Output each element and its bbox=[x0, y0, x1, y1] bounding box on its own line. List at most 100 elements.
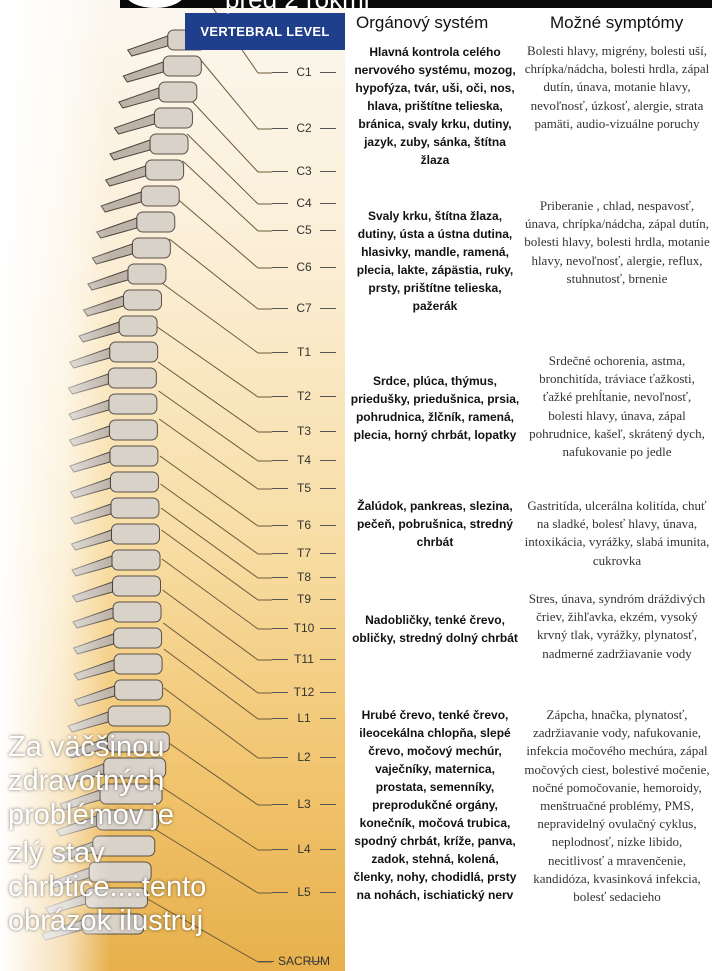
level-t6: T6 bbox=[272, 518, 342, 532]
level-tick bbox=[272, 717, 288, 719]
level-tick bbox=[272, 803, 288, 805]
level-c5: C5 bbox=[272, 223, 342, 237]
vertebra bbox=[113, 627, 163, 649]
level-tick bbox=[320, 891, 336, 893]
level-tick bbox=[272, 229, 288, 231]
vertebra bbox=[108, 419, 158, 441]
level-label: C3 bbox=[296, 164, 312, 178]
vertebra bbox=[110, 497, 160, 519]
nerve-leader-line bbox=[176, 197, 259, 269]
level-tick bbox=[320, 430, 336, 432]
level-tick bbox=[320, 395, 336, 397]
level-tick bbox=[320, 170, 336, 172]
nerve-leader-line bbox=[163, 648, 259, 720]
vertebra bbox=[118, 315, 158, 337]
level-tick bbox=[272, 658, 288, 660]
organ-group-3: Srdce, plúca, thýmus, priedušky, prieduš… bbox=[350, 374, 520, 442]
vertebra bbox=[153, 107, 193, 129]
level-tick bbox=[320, 803, 336, 805]
organ-group-5: Nadobličky, tenké črevo, obličky, stredn… bbox=[352, 613, 518, 645]
level-tick bbox=[272, 487, 288, 489]
spinous-process bbox=[118, 87, 160, 109]
vertebra bbox=[112, 575, 162, 597]
vertebra bbox=[114, 679, 164, 701]
level-label: L4 bbox=[297, 842, 311, 856]
level-t5: T5 bbox=[272, 481, 342, 495]
organ-group-2: Svaly krku, štítna žlaza, dutiny, ústa a… bbox=[356, 209, 514, 313]
nerve-leader-line bbox=[157, 326, 259, 398]
level-tick bbox=[320, 756, 336, 758]
level-label: L2 bbox=[297, 750, 311, 764]
nerve-leader-line bbox=[161, 282, 259, 354]
vertebra bbox=[136, 211, 176, 233]
level-tick bbox=[272, 756, 288, 758]
level-tick bbox=[272, 351, 288, 353]
level-tick bbox=[272, 848, 288, 850]
level-label: T9 bbox=[296, 592, 311, 606]
overlay-logo bbox=[125, 0, 185, 8]
vertebra bbox=[109, 341, 159, 363]
vertebral-level-header: VERTEBRAL LEVEL bbox=[185, 13, 345, 50]
level-tick bbox=[320, 307, 336, 309]
symptom-group-3: Srdečné ochorenia, astma, bronchitída, t… bbox=[529, 353, 705, 460]
level-tick bbox=[272, 576, 288, 578]
level-c6: C6 bbox=[272, 260, 342, 274]
level-tick bbox=[320, 127, 336, 129]
level-t11: T11 bbox=[272, 652, 342, 666]
level-t3: T3 bbox=[272, 424, 342, 438]
level-tick bbox=[272, 598, 288, 600]
nerve-leader-line bbox=[144, 822, 259, 894]
level-tick bbox=[272, 266, 288, 268]
level-tick bbox=[272, 552, 288, 554]
level-label: C4 bbox=[296, 196, 312, 210]
organ-column-header: Orgánový systém bbox=[356, 13, 489, 32]
level-t4: T4 bbox=[272, 453, 342, 467]
level-tick bbox=[320, 524, 336, 526]
level-tick bbox=[320, 71, 336, 73]
overlay-timestamp: pred 2 rokmi bbox=[225, 0, 370, 12]
level-tick bbox=[320, 552, 336, 554]
nerve-leader-line bbox=[161, 558, 259, 630]
left-fade bbox=[0, 0, 110, 971]
nerve-leader-line bbox=[162, 589, 259, 661]
level-tick bbox=[258, 960, 274, 962]
nerve-leader-line bbox=[163, 687, 259, 759]
level-tick bbox=[320, 717, 336, 719]
nerve-leader-line bbox=[158, 390, 259, 462]
nerve-leader-line bbox=[157, 734, 259, 806]
level-tick bbox=[320, 266, 336, 268]
level-tick bbox=[306, 960, 322, 962]
level-tick bbox=[272, 202, 288, 204]
level-t9: T9 bbox=[272, 592, 342, 606]
level-label: T5 bbox=[296, 481, 311, 495]
top-bar bbox=[120, 0, 712, 8]
vertebra bbox=[110, 523, 160, 545]
level-label: T3 bbox=[296, 424, 311, 438]
vertebra bbox=[108, 393, 158, 415]
vertebra bbox=[111, 549, 161, 571]
level-label: C6 bbox=[296, 260, 312, 274]
level-tick bbox=[272, 71, 288, 73]
level-t12: T12 bbox=[272, 685, 342, 699]
level-l1: L1 bbox=[272, 711, 342, 725]
vertebra bbox=[140, 185, 180, 207]
level-label: L3 bbox=[297, 797, 311, 811]
vertebra bbox=[127, 263, 167, 285]
level-tick bbox=[320, 576, 336, 578]
symptom-group-6: Zápcha, hnačka, plynatosť, zadržiavanie … bbox=[524, 707, 710, 905]
level-tick bbox=[272, 170, 288, 172]
organ-group-1: Hlavná kontrola celého nervového systému… bbox=[354, 45, 516, 167]
vertebra bbox=[107, 367, 157, 389]
level-tick bbox=[320, 627, 336, 629]
level-label: L5 bbox=[297, 885, 311, 899]
level-t8: T8 bbox=[272, 570, 342, 584]
level-t10: T10 bbox=[272, 621, 342, 635]
level-tick bbox=[272, 430, 288, 432]
vertebra bbox=[109, 471, 159, 493]
nerve-leader-line bbox=[157, 361, 259, 433]
level-tick bbox=[272, 627, 288, 629]
nerve-leader-line bbox=[160, 507, 259, 579]
vertebra bbox=[131, 237, 171, 259]
symptom-group-5: Stres, únava, syndróm dráždivých čriev, … bbox=[528, 591, 706, 661]
level-label: C2 bbox=[296, 121, 312, 135]
